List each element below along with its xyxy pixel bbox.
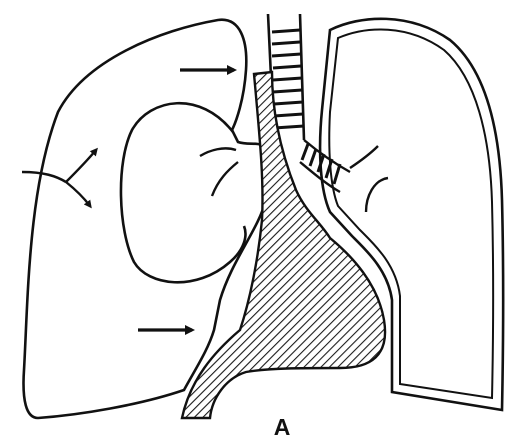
panel-label: A <box>262 414 302 441</box>
